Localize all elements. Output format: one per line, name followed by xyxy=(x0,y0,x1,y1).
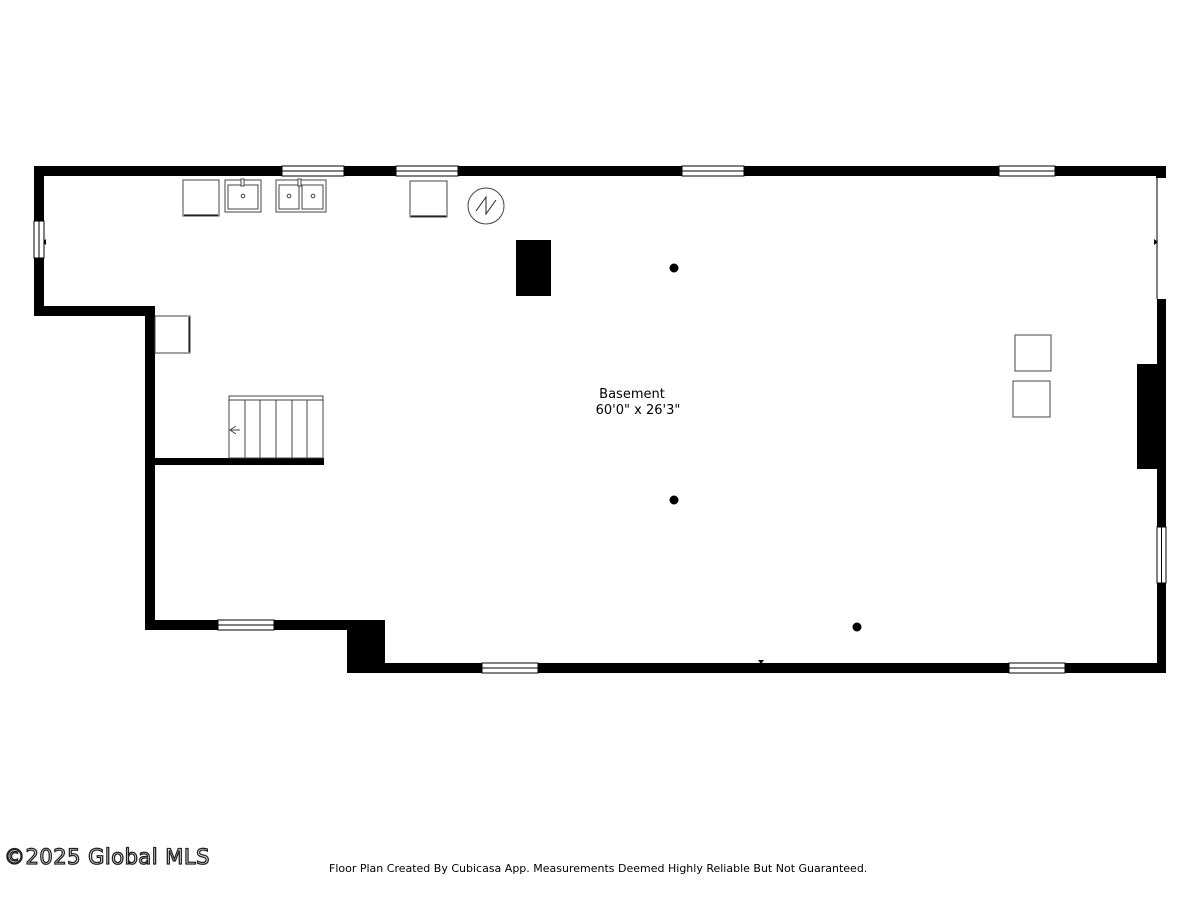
dryer-appliance xyxy=(409,180,448,218)
stairs-icon xyxy=(228,395,324,459)
window xyxy=(1156,526,1167,584)
room-name-label: Basement xyxy=(599,387,665,402)
room-dimensions-label: 60'0" x 26'3" xyxy=(596,403,681,418)
floor-plan-disclaimer: Floor Plan Created By Cubicasa App. Meas… xyxy=(329,862,868,875)
electrical-panel-icon xyxy=(154,315,191,354)
window xyxy=(217,619,275,631)
support-column-icon xyxy=(852,622,862,632)
window xyxy=(998,165,1056,177)
wall-step-horizontal xyxy=(34,306,154,316)
window xyxy=(681,165,745,177)
wall-bottom xyxy=(347,663,1166,673)
support-columns xyxy=(669,263,862,632)
washer-appliance xyxy=(182,179,220,217)
walls xyxy=(34,166,1166,673)
support-column-icon xyxy=(669,495,679,505)
storage-box xyxy=(1012,380,1051,418)
copyright-watermark: ©2025 Global MLS xyxy=(3,844,210,869)
storage-box xyxy=(1014,334,1052,372)
window xyxy=(481,662,539,674)
utility-sink-icon xyxy=(224,178,262,213)
wall-top xyxy=(34,166,1166,176)
opening-marker-bottom xyxy=(758,660,764,664)
support-column-icon xyxy=(669,263,679,273)
window xyxy=(395,165,459,177)
opening-marker-right xyxy=(1154,239,1158,245)
wall-stair-enclosure xyxy=(145,458,324,465)
double-sink-icon xyxy=(275,178,327,213)
opening-marker-top xyxy=(758,172,764,176)
wall-left-lower xyxy=(145,306,155,630)
water-heater-icon xyxy=(467,187,505,225)
window xyxy=(281,165,345,177)
wall-right-lower xyxy=(1157,299,1166,673)
windows xyxy=(33,165,1167,674)
window xyxy=(33,220,45,259)
window xyxy=(1008,662,1066,674)
chimney-block xyxy=(1137,364,1159,469)
fixtures xyxy=(154,178,1052,418)
interior-pillar xyxy=(516,240,551,296)
wall-right-corner-top xyxy=(1156,166,1166,178)
